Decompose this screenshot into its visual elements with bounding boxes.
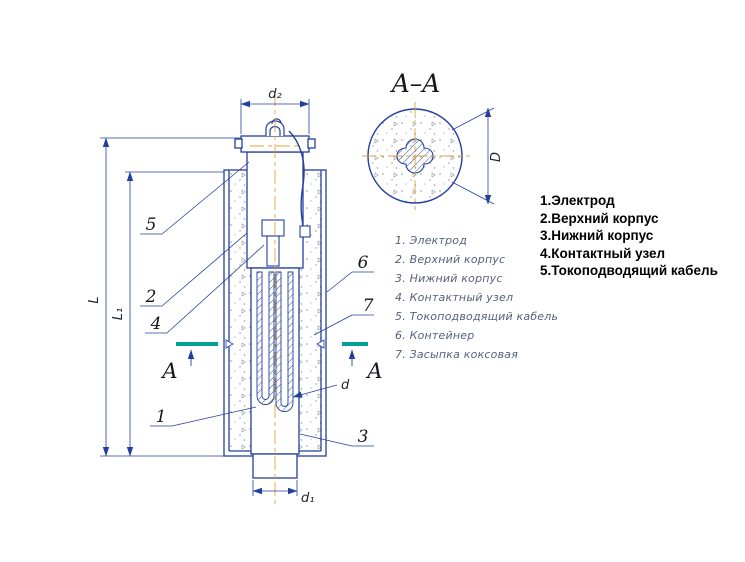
callout-7: 7 [363,296,374,316]
callout-leaders [140,161,374,447]
dim-label-D: D [489,152,504,162]
main-view: L L₁ d₂ d₁ d [87,87,383,506]
section-letter-left: A [160,359,177,383]
drawing-legend: 1. Электрод 2. Верхний корпус 3. Нижний … [395,231,565,364]
contact-unit [261,219,285,267]
power-cable [288,130,305,227]
callout-1: 1 [156,407,167,427]
parts-list: 1.Электрод 2.Верхний корпус 3.Нижний кор… [540,192,730,280]
legend-item-7: 7. Засыпка коксовая [395,348,519,361]
parts-list-item-5: 5.Токоподводящий кабель [540,263,718,278]
dim-label-L: L [87,296,102,303]
callout-5: 5 [146,215,157,235]
legend-item-5: 5. Токоподводящий кабель [395,310,559,323]
parts-list-item-4: 4.Контактный узел [540,245,666,261]
legend-item-3: 3. Нижний корпус [395,272,503,285]
electrode [256,271,294,412]
parts-list-item-1: 1.Электрод [540,193,615,208]
legend-item-2: 2. Верхний корпус [395,253,506,266]
callout-6: 6 [358,253,369,273]
dimension-L [100,137,241,457]
dim-label-d1: d₁ [301,491,314,506]
dim-label-L1: L₁ [111,308,126,320]
dimension-D [451,107,495,205]
parts-list-item-3: 3.Нижний корпус [540,228,654,243]
dimension-d2 [240,99,310,134]
section-centerlines [362,102,470,210]
callout-4: 4 [150,314,162,334]
wall-tick-marks [225,339,325,349]
parts-list-item-2: 2.Верхний корпус [540,210,659,226]
centerlines [250,92,300,506]
legend-item-6: 6. Контейнер [395,329,475,342]
dimension-L1 [125,171,224,457]
callout-3: 3 [358,427,369,447]
dim-label-d: d [341,378,350,393]
dim-label-d2: d₂ [268,87,281,102]
cable-gland [299,225,311,238]
dimension-d1 [252,480,298,496]
section-plane [176,342,368,366]
section-letter-right: A [365,359,382,383]
dimension-d-leader [292,384,338,398]
section-view-title: A–A [390,69,441,98]
legend-item-1: 1. Электрод [395,234,468,247]
legend-item-4: 4. Контактный узел [395,291,514,304]
callout-2: 2 [145,287,157,307]
section-view: A–A D [362,69,504,210]
